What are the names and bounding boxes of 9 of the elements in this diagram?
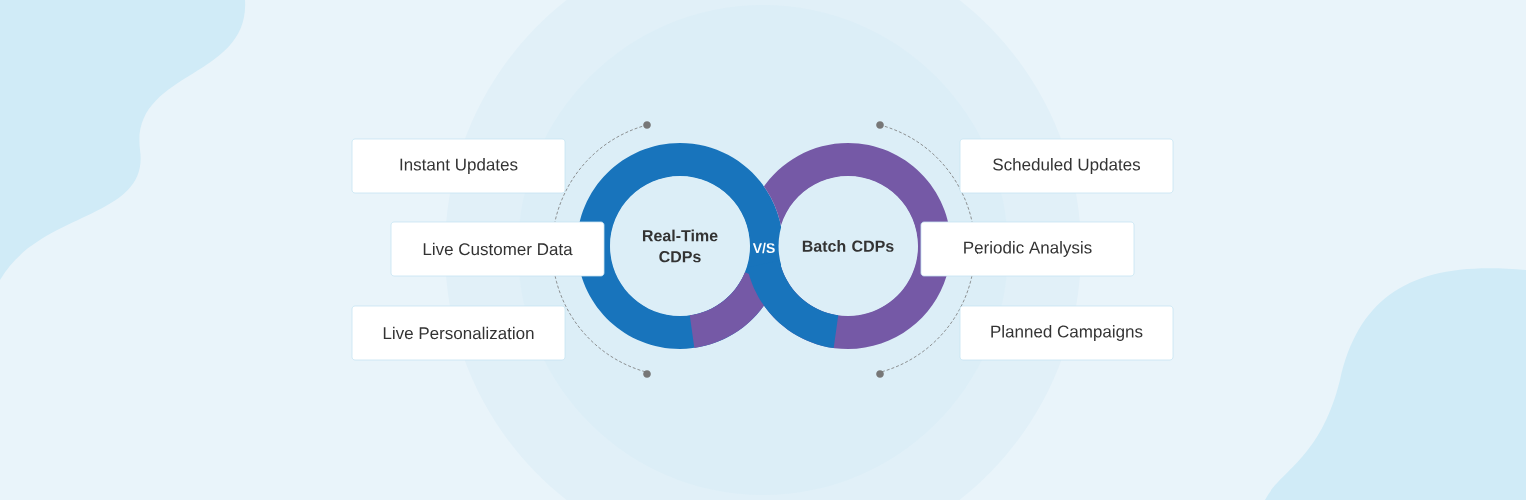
text-box: Scheduled Updates <box>959 138 1174 194</box>
vs-label: V/S <box>752 242 775 254</box>
text-box: Instant Updates <box>351 138 566 194</box>
text-box: Planned Campaigns <box>959 305 1174 361</box>
text-box: Periodic Analysis <box>920 221 1135 277</box>
node-label: Batch CDPs <box>802 240 894 252</box>
text-box: Live Personalization <box>351 305 566 361</box>
node-label: Real-Time CDPs <box>642 229 718 263</box>
text-box: Live Customer Data <box>390 221 605 277</box>
